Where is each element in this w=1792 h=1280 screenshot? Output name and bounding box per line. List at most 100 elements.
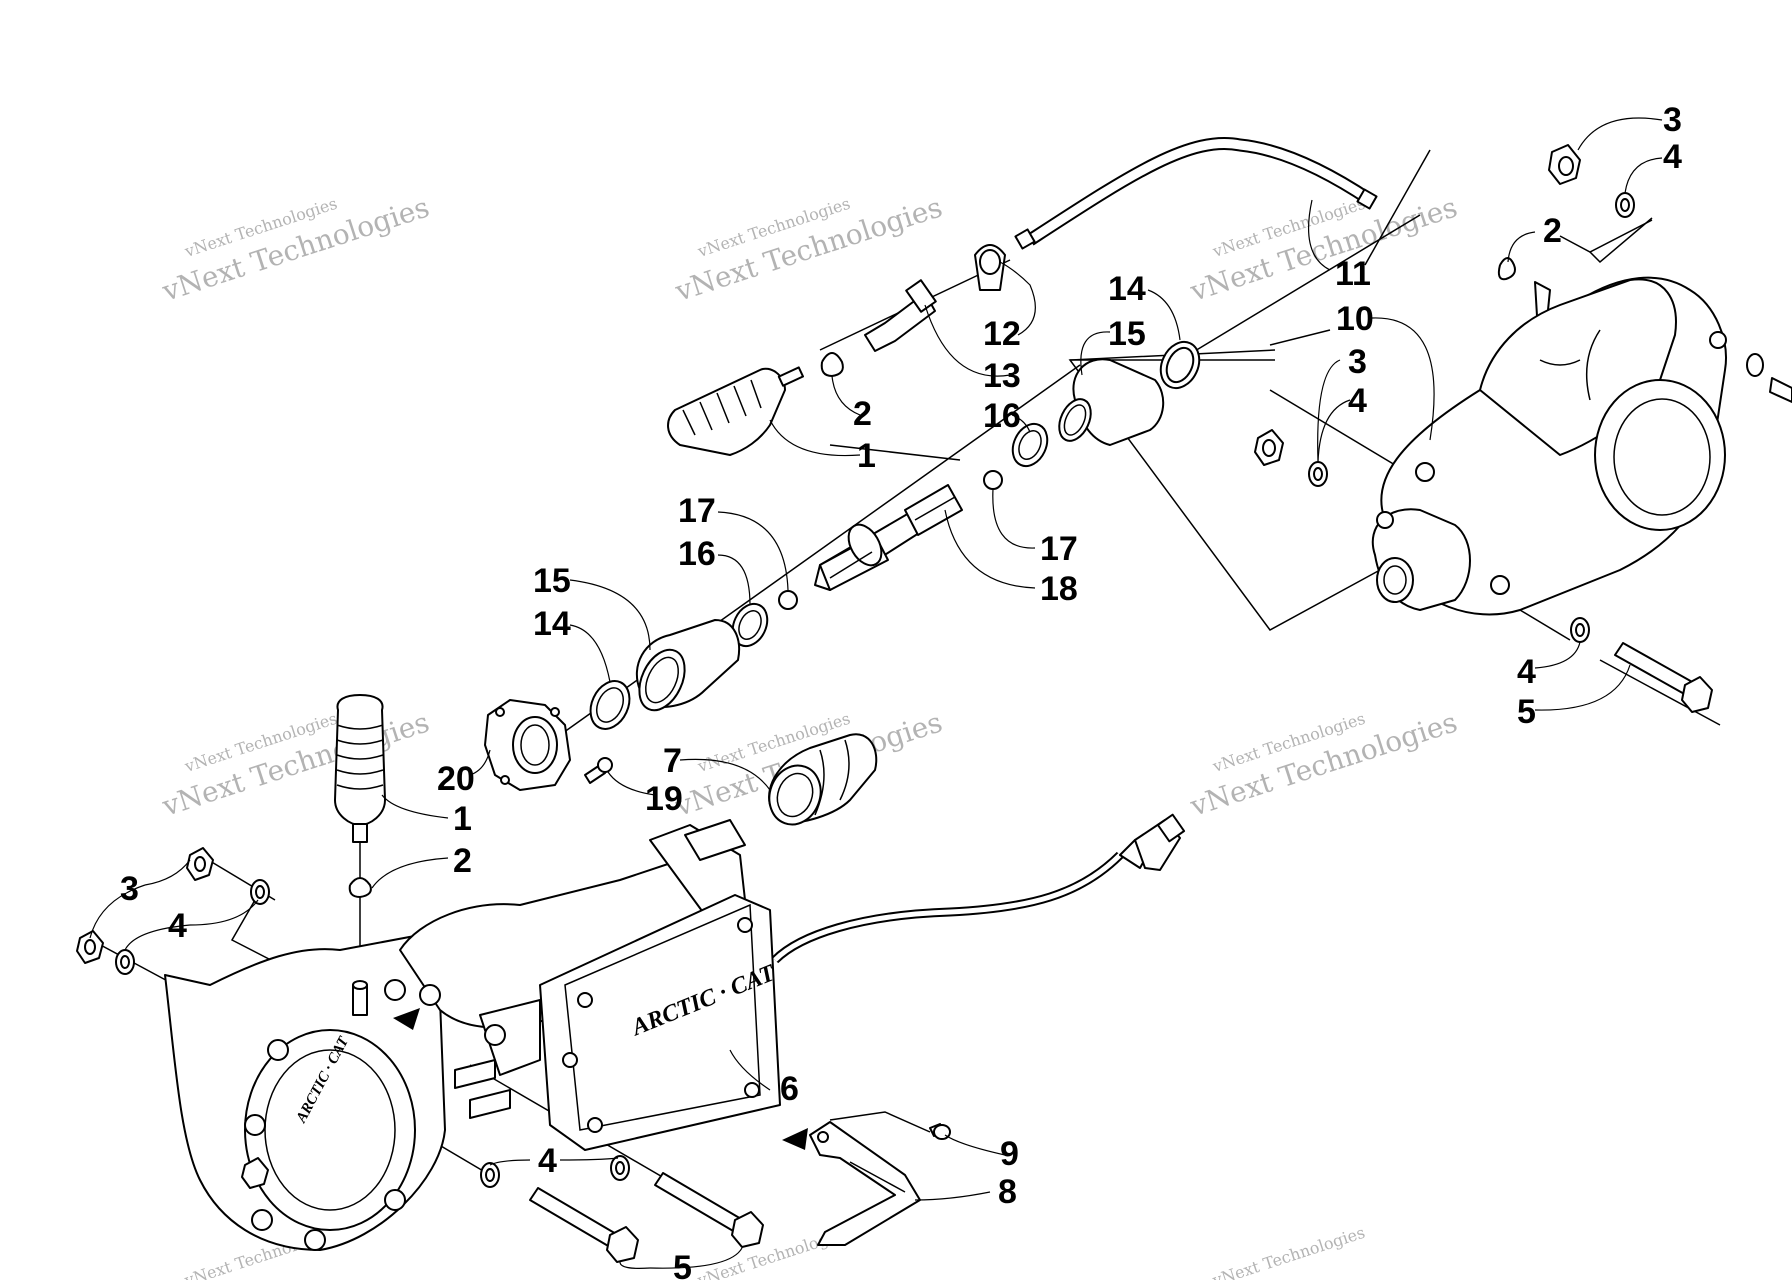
callout-16: 16	[983, 397, 1021, 435]
callout-2: 2	[453, 842, 472, 880]
leader-line	[717, 511, 789, 591]
fold	[336, 769, 384, 775]
flange-20	[484, 699, 571, 791]
callout-11: 11	[1335, 255, 1371, 293]
leader-line	[1534, 641, 1581, 669]
callout-13: 13	[983, 357, 1021, 395]
callout-17: 17	[678, 492, 716, 530]
washer-bottom-2	[610, 1155, 630, 1181]
leader-line	[371, 857, 449, 889]
housing-bore-inner	[264, 1049, 396, 1211]
nut-hole	[1262, 439, 1276, 457]
boot-end	[638, 648, 686, 712]
housing-boss	[1709, 331, 1727, 349]
bolt-bottom-1	[529, 1187, 639, 1263]
cable-end	[1014, 228, 1036, 250]
fold	[336, 754, 384, 760]
callout-9: 9	[1000, 1135, 1019, 1173]
leader-line	[831, 375, 861, 416]
leader-line	[569, 579, 651, 651]
bearing-lower-16	[731, 602, 769, 648]
fold	[336, 739, 384, 745]
housing-rib	[1539, 359, 1581, 366]
clamp-upper	[820, 352, 844, 377]
wire-outer	[771, 851, 1124, 964]
cable-fitting-13	[864, 279, 937, 352]
callout-5: 5	[1517, 693, 1536, 731]
vent-fitting	[352, 980, 368, 1016]
bracket-body	[809, 1121, 921, 1246]
watermark-6: vNext Technologies vNext Technologies	[1186, 705, 1462, 823]
spline-line	[914, 496, 956, 521]
screw-19	[584, 757, 613, 784]
fold	[716, 392, 730, 424]
vent-top	[352, 980, 368, 990]
boot-hole	[645, 656, 679, 704]
leader-line	[607, 771, 656, 796]
washer-hole	[485, 1168, 495, 1182]
leader-line	[1577, 117, 1663, 151]
housing-nose-bore	[1376, 557, 1414, 603]
bellows-body	[667, 367, 786, 456]
bearing-inner	[738, 610, 762, 640]
housing-bore	[244, 1029, 416, 1231]
leader-line	[729, 1049, 771, 1091]
housing-boss	[304, 1229, 326, 1251]
clip-hole	[979, 249, 1001, 275]
boot-lower-15	[635, 619, 740, 712]
arrow-left	[393, 1008, 420, 1030]
clamp	[348, 877, 372, 898]
line	[1364, 149, 1431, 266]
screw-head	[597, 757, 613, 773]
shaft-collar	[847, 523, 883, 567]
coupler-hole	[776, 772, 814, 818]
callout-12: 12	[983, 315, 1021, 353]
callout-6: 6	[780, 1070, 799, 1108]
bolt-right-5	[1614, 642, 1713, 713]
callout-2: 2	[853, 395, 872, 433]
leader-line	[144, 859, 191, 886]
leader-line	[924, 304, 1011, 377]
line	[1559, 219, 1653, 253]
bearing	[1011, 422, 1049, 468]
bolt-bottom-2	[654, 1172, 764, 1248]
callout-5: 5	[673, 1249, 692, 1280]
leader-line	[469, 749, 491, 776]
callout-19: 19	[645, 780, 683, 818]
bolt-head	[731, 1211, 764, 1248]
flange-hole	[500, 775, 510, 785]
bolt-head	[606, 1226, 639, 1263]
callout-7: 7	[663, 742, 682, 780]
wire-harness	[771, 813, 1186, 964]
cable-clip-12	[974, 244, 1006, 291]
housing-boss	[251, 1209, 273, 1231]
leader-line	[679, 758, 771, 791]
line	[1179, 214, 1421, 361]
nut-top-right	[1548, 144, 1581, 185]
leader-line	[1147, 289, 1181, 341]
cable-end	[1356, 188, 1378, 210]
line	[1599, 659, 1721, 726]
washer-mid	[1308, 461, 1328, 487]
callouts: 3 4 2 11 10 14 15 12 13 2 1 3 4 16 17 18…	[120, 101, 1682, 1280]
housing-boss	[384, 979, 406, 1001]
leader-line	[381, 794, 449, 819]
line	[1519, 609, 1571, 641]
actuator-cover-inner	[564, 903, 761, 1131]
bellows-tip	[352, 823, 368, 843]
boot-upper-15	[1058, 358, 1165, 446]
ring-inner	[1165, 346, 1195, 384]
leader-line	[1317, 399, 1351, 463]
actuator-mount-hole	[484, 1024, 506, 1046]
cable-inner	[1027, 139, 1373, 244]
leader-line	[189, 899, 259, 926]
housing-boss	[1490, 575, 1510, 595]
washer-left-2	[115, 949, 135, 975]
washer-hole	[1313, 467, 1323, 481]
boot-hole	[1063, 404, 1087, 436]
nut-hole	[1558, 156, 1574, 176]
callout-3: 3	[1663, 101, 1682, 139]
housing-plug	[241, 1157, 269, 1189]
washer-hole	[615, 1161, 625, 1175]
callout-2: 2	[1543, 212, 1562, 250]
